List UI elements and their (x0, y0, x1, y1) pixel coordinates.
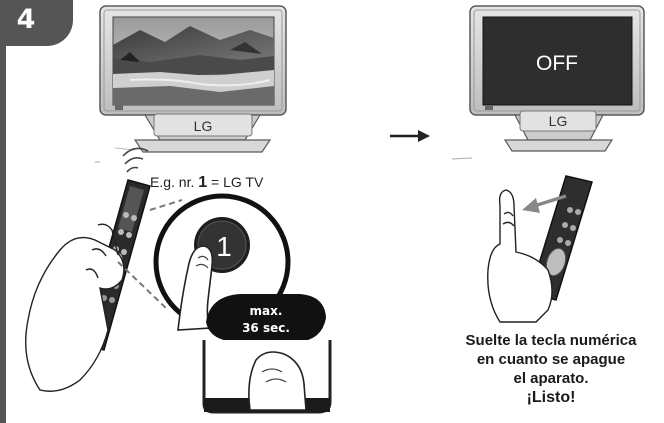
step-badge (0, 0, 73, 46)
instructions: Suelte la tecla numérica en cuanto se ap… (441, 331, 661, 407)
hand-right (487, 189, 553, 323)
timer-line1: max. (250, 304, 283, 318)
tv-left: LG (99, 5, 287, 153)
timer-line2: 36 sec. (242, 321, 290, 335)
example-caption: E.g. nr. 1 = LG TV (150, 174, 263, 192)
thumb-detail (202, 340, 332, 414)
hand-left (25, 223, 125, 392)
instruction-line: el aparato. (513, 370, 589, 387)
side-bar (0, 40, 6, 423)
tv-right: OFF LG (469, 5, 645, 152)
tv-right-screen (482, 16, 633, 106)
tv-right-screen-text: OFF (536, 52, 578, 75)
tv-left-brand: LG (194, 118, 213, 134)
timer-badge: max. 36 sec. (206, 294, 326, 342)
instruction-line: Suelte la tecla numérica (465, 332, 637, 349)
ir-signal-icon (122, 147, 149, 173)
step-number: 4 (16, 4, 36, 35)
button-1-label: 1 (216, 231, 232, 262)
caption-suffix: = LG TV (211, 174, 264, 190)
caption-prefix: E.g. nr. (150, 174, 195, 190)
release-arrow-icon (522, 194, 567, 213)
transition-arrow-icon (390, 130, 430, 142)
caption-number: 1 (198, 174, 208, 191)
tv-left-screen (112, 16, 275, 106)
instruction-final: ¡Listo! (526, 389, 576, 406)
tv-right-brand: LG (549, 113, 568, 129)
instruction-line: en cuanto se apague (476, 351, 626, 368)
